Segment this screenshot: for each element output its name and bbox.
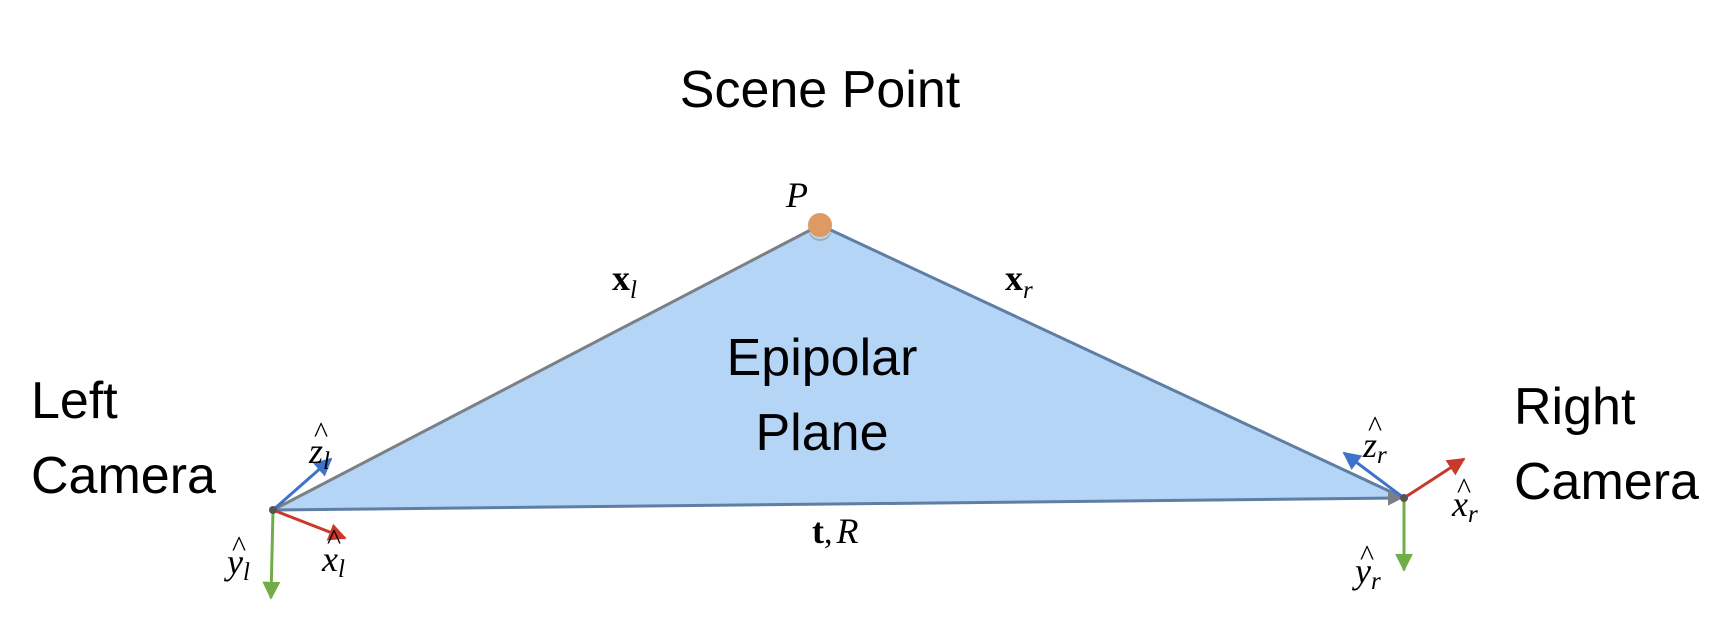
svg-text:yl: yl xyxy=(224,542,250,586)
svg-text:^: ^ xyxy=(1360,539,1374,572)
svg-text:^: ^ xyxy=(327,523,341,556)
svg-text:yr: yr xyxy=(1352,551,1381,595)
left-x-axis xyxy=(272,508,347,541)
left-z-axis xyxy=(272,457,333,512)
svg-text:^: ^ xyxy=(1457,472,1471,505)
right-z-axis xyxy=(1342,451,1405,500)
left-x-label: ^ xl xyxy=(321,523,345,583)
baseline-arrow xyxy=(272,490,1403,512)
left-camera-label-line1: Left xyxy=(31,372,118,430)
svg-text:xl: xl xyxy=(321,539,345,583)
right-x-axis xyxy=(1403,457,1466,500)
right-camera-label-line2: Camera xyxy=(1514,453,1699,511)
right-camera-label-line1: Right xyxy=(1514,378,1636,436)
svg-text:zl: zl xyxy=(308,431,330,475)
left-y-label: ^ yl xyxy=(224,530,250,586)
scene-point-marker xyxy=(808,213,832,237)
left-camera-center xyxy=(269,506,277,514)
ray-right xyxy=(819,223,1405,500)
svg-text:zr: zr xyxy=(1362,425,1387,469)
right-camera-center xyxy=(1400,494,1408,502)
left-camera-label-line2: Camera xyxy=(31,447,216,505)
left-y-axis xyxy=(262,509,281,600)
ray-left xyxy=(272,223,821,512)
right-y-label: ^ yr xyxy=(1352,539,1381,595)
ray-right-label: xr xyxy=(1005,258,1033,304)
scene-point-label: Scene Point xyxy=(680,61,961,119)
epipolar-plane-label-line2: Plane xyxy=(756,404,889,462)
point-label-P: P xyxy=(785,175,808,215)
svg-text:^: ^ xyxy=(314,416,328,449)
baseline-label: t,R xyxy=(812,511,859,551)
svg-text:^: ^ xyxy=(1368,410,1382,443)
ray-left-label: xl xyxy=(612,258,637,304)
left-camera-axes xyxy=(262,457,347,600)
epipolar-plane xyxy=(273,225,1404,510)
svg-text:^: ^ xyxy=(232,530,246,563)
right-z-label: ^ zr xyxy=(1362,410,1387,469)
epipolar-plane-label-line1: Epipolar xyxy=(727,329,918,387)
left-z-label: ^ zl xyxy=(308,416,330,475)
svg-text:xr: xr xyxy=(1451,484,1478,528)
right-camera-axes xyxy=(1342,451,1466,572)
right-x-label: ^ xr xyxy=(1451,472,1478,528)
